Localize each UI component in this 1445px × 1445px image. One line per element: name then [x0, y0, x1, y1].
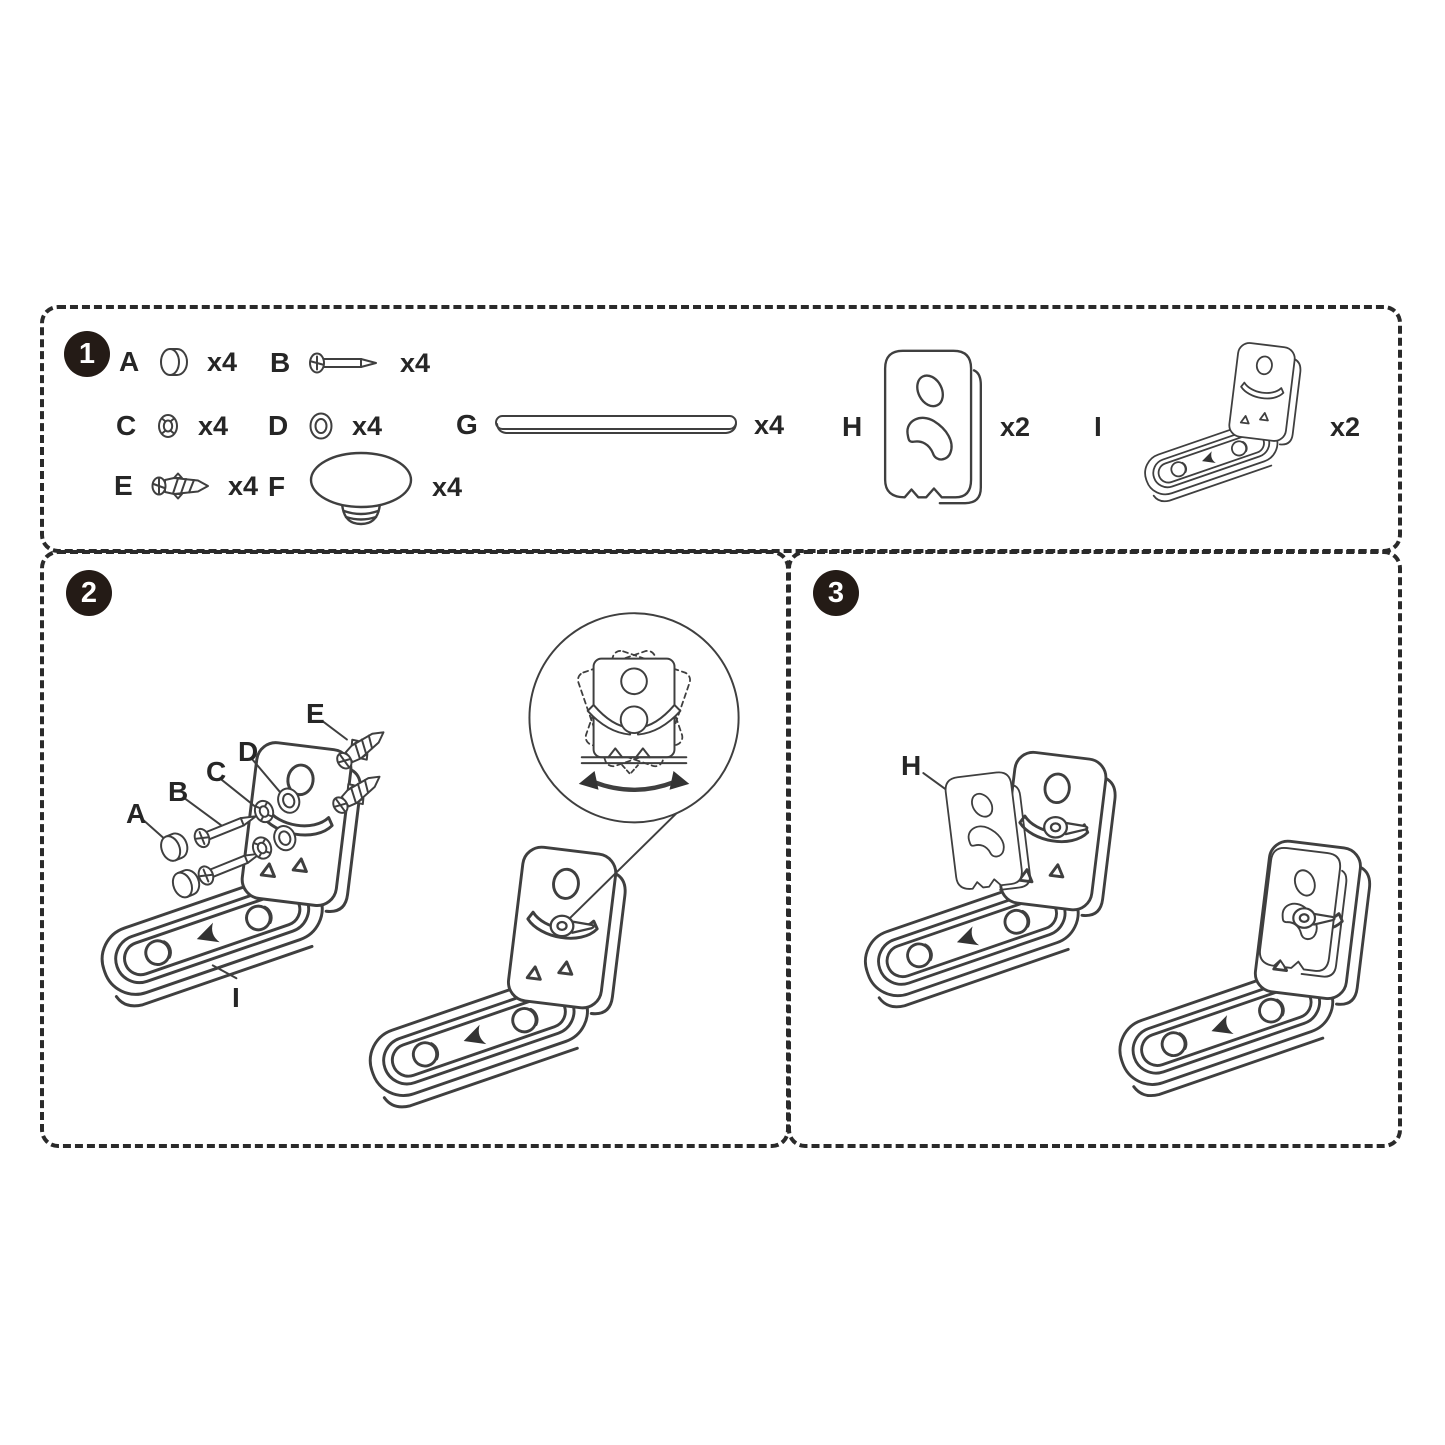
callout-a: A — [126, 798, 147, 829]
wall-anchor-icon — [151, 472, 209, 500]
part-row-b: B x4 — [270, 347, 431, 378]
mounting-plate-icon — [883, 349, 982, 505]
callout-h: H — [901, 750, 922, 781]
tilt-detail-inset — [528, 612, 740, 925]
part-row-e: E x4 — [114, 470, 259, 501]
step1-panel: 1 A x4 B x4 C x4 D x4 G x4 E — [40, 305, 1402, 553]
part-h-label: H — [842, 411, 863, 442]
part-g-label: G — [456, 409, 478, 440]
l-bracket-assembled — [360, 843, 631, 1116]
part-f-qty: x4 — [432, 471, 463, 502]
part-row-h: H x2 — [842, 344, 1030, 510]
part-g-qty: x4 — [754, 409, 785, 440]
callout-b: B — [168, 776, 189, 807]
step2-panel: 2 — [40, 550, 790, 1148]
part-row-a: A x4 — [119, 346, 237, 378]
part-row-c: C x4 — [116, 410, 228, 442]
part-f-label: F — [268, 471, 286, 502]
step2-diagram — [91, 612, 740, 1116]
part-i-label: I — [1094, 411, 1102, 442]
part-e-qty: x4 — [228, 470, 259, 501]
step3-badge: 3 — [813, 570, 859, 616]
part-row-g: G x4 — [456, 409, 784, 440]
step3-number: 3 — [827, 576, 845, 609]
spacer-bar-icon — [495, 415, 737, 434]
part-c-label: C — [116, 410, 137, 441]
part-row-f: F x4 — [268, 445, 462, 529]
l-bracket-exploded — [91, 738, 367, 1015]
step3-panel: 3 H — [787, 550, 1402, 1148]
step1-number: 1 — [78, 337, 96, 370]
part-h-qty: x2 — [1000, 411, 1031, 442]
part-row-i: I x2 — [1094, 338, 1360, 516]
l-bracket-icon — [1138, 340, 1304, 507]
part-a-qty: x4 — [207, 346, 238, 377]
screw-icon — [309, 352, 377, 374]
callout-c: C — [206, 756, 227, 787]
step3-diagram — [855, 748, 1376, 1104]
step2-badge: 2 — [66, 570, 112, 616]
part-d-qty: x4 — [352, 410, 383, 441]
part-i-qty: x2 — [1330, 411, 1361, 442]
part-a-label: A — [119, 346, 140, 377]
part-row-d: D x4 — [268, 409, 382, 443]
assembly-plate-seated — [1110, 837, 1376, 1104]
part-e-label: E — [114, 470, 133, 501]
flange-nut-icon — [158, 414, 178, 438]
callout-e: E — [306, 698, 325, 729]
assembly-plate-approach — [855, 748, 1121, 1016]
cap-icon — [160, 348, 188, 376]
part-c-qty: x4 — [198, 410, 229, 441]
round-foot-icon — [309, 451, 413, 526]
washer-icon — [309, 412, 333, 440]
part-b-qty: x4 — [400, 347, 431, 378]
part-d-label: D — [268, 410, 289, 441]
step2-number: 2 — [80, 576, 98, 609]
part-b-label: B — [270, 347, 291, 378]
step1-badge: 1 — [64, 331, 110, 377]
callout-d: D — [238, 736, 259, 767]
callout-leader-lines — [142, 720, 348, 980]
callout-i: I — [232, 982, 240, 1013]
